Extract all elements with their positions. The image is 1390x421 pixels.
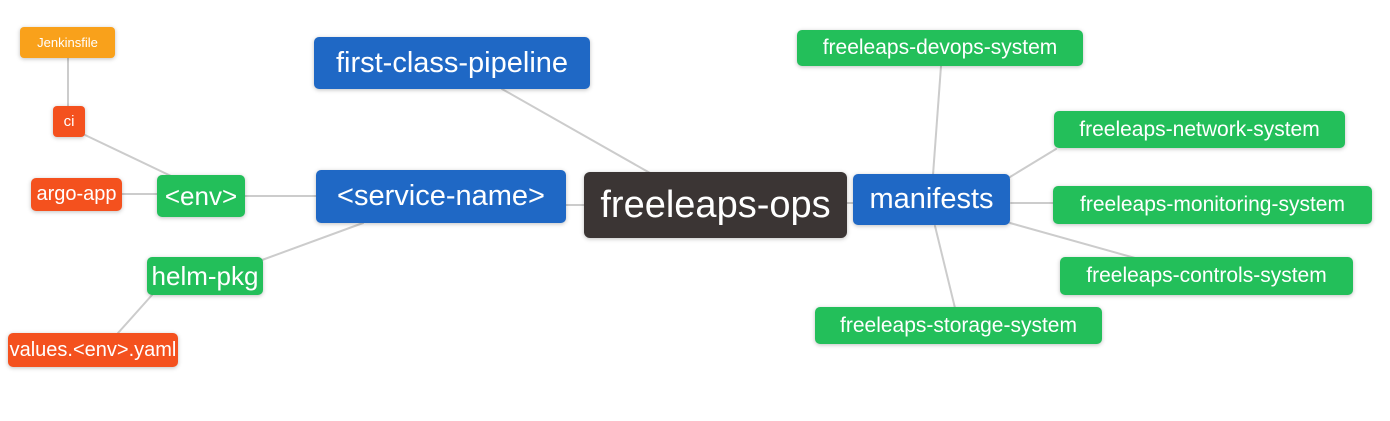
node-manifests[interactable]: manifests [853, 174, 1010, 225]
node-ci[interactable]: ci [53, 106, 85, 137]
node-env[interactable]: <env> [157, 175, 245, 217]
edge-manifests-storage [934, 225, 956, 309]
node-freeleaps-network-system[interactable]: freeleaps-network-system [1054, 111, 1345, 148]
node-first-class-pipeline[interactable]: first-class-pipeline [314, 37, 590, 89]
edge-pipeline-root [501, 88, 651, 174]
node-freeleaps-devops-system[interactable]: freeleaps-devops-system [797, 30, 1083, 66]
edge-ci-env [84, 134, 172, 177]
edge-helm-pkg-values [117, 294, 153, 334]
node-service-name[interactable]: <service-name> [316, 170, 566, 223]
node-freeleaps-ops-root[interactable]: freeleaps-ops [584, 172, 847, 238]
node-freeleaps-monitoring-system[interactable]: freeleaps-monitoring-system [1053, 186, 1372, 224]
node-freeleaps-controls-system[interactable]: freeleaps-controls-system [1060, 257, 1353, 295]
node-freeleaps-storage-system[interactable]: freeleaps-storage-system [815, 307, 1102, 344]
node-argo-app[interactable]: argo-app [31, 178, 122, 211]
node-jenkinsfile[interactable]: Jenkinsfile [20, 27, 115, 58]
node-values-env-yaml[interactable]: values.<env>.yaml [8, 333, 178, 367]
edge-service-name-helm-pkg [261, 222, 364, 261]
edge-manifests-devops [932, 65, 942, 176]
edge-manifests-controls [1009, 222, 1136, 259]
node-helm-pkg[interactable]: helm-pkg [147, 257, 263, 295]
edge-manifests-network [1009, 148, 1057, 178]
